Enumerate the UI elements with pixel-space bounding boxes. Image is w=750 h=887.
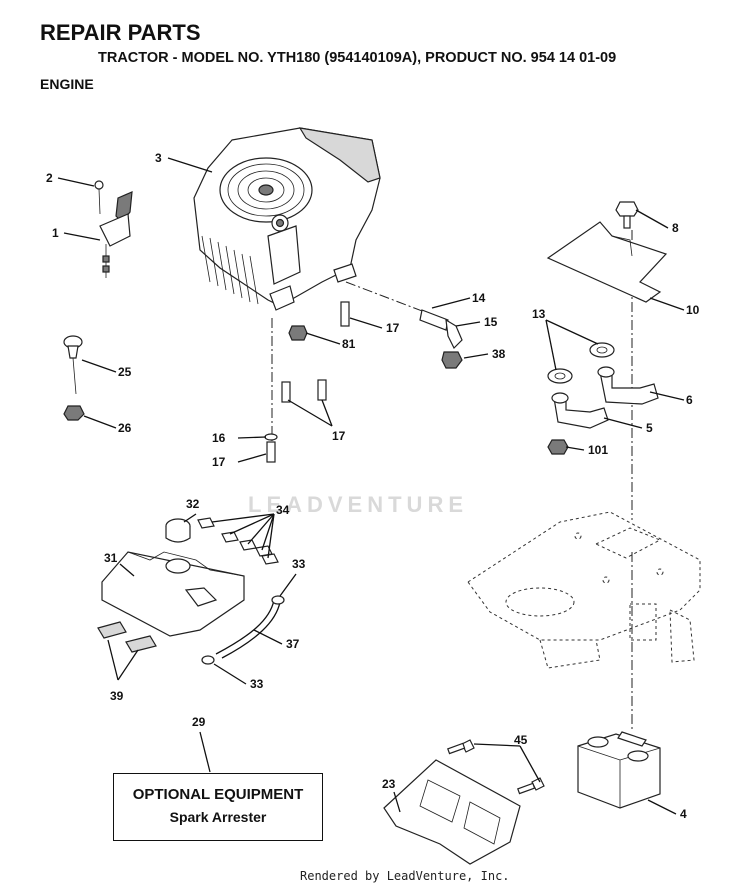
callout-2: 2 [46,171,53,185]
callout-33-top: 33 [292,557,306,571]
callout-4: 4 [680,807,687,821]
optional-equipment-title: OPTIONAL EQUIPMENT [132,786,304,803]
callout-29: 29 [192,715,206,729]
callout-15: 15 [484,315,498,329]
callout-17-bottom: 17 [212,455,226,469]
callout-23: 23 [382,777,396,791]
muffler-bracket-part[interactable] [383,759,521,865]
callout-81: 81 [342,337,356,351]
callout-17-middle: 17 [332,429,346,443]
callout-25: 25 [118,365,132,379]
leader-lines [57,157,685,815]
nut-81-part[interactable] [288,325,308,341]
callout-38: 38 [492,347,506,361]
nut-26-part[interactable] [63,405,85,421]
callout-45: 45 [514,733,528,747]
exhaust-pipe-6-part[interactable] [597,366,659,405]
nut-101-part[interactable] [547,439,569,455]
bolt-45-part[interactable] [447,739,545,795]
engine-part[interactable] [193,127,381,311]
filter-39-part[interactable] [97,621,157,653]
air-filter-housing-part[interactable] [101,551,245,637]
dipstick-part[interactable] [63,335,83,395]
heat-shield-part[interactable] [546,221,668,303]
hose-37-part[interactable] [215,599,281,659]
callout-1: 1 [52,226,59,240]
callout-16: 16 [212,431,226,445]
cap-32-part[interactable] [165,518,191,543]
oil-drain-part[interactable] [419,309,463,369]
section-title: ENGINE [40,76,94,92]
gasket-13-part[interactable] [547,342,615,384]
exhaust-pipe-5-part[interactable] [551,392,609,429]
callout-31: 31 [104,551,118,565]
callout-10: 10 [686,303,700,317]
callout-39: 39 [110,689,124,703]
clamp-33-part[interactable] [201,595,285,665]
callout-8: 8 [672,221,679,235]
page-subtitle: TRACTOR - MODEL NO. YTH180 (954140109A),… [98,50,617,66]
callout-14: 14 [472,291,486,305]
callout-3: 3 [155,151,162,165]
screw-8-part[interactable] [615,201,639,229]
foam-block-34-part[interactable] [197,517,279,565]
callout-101: 101 [588,443,608,457]
optional-equipment-box: OPTIONAL EQUIPMENT Spark Arrester [113,773,323,841]
callout-33-bottom: 33 [250,677,264,691]
tractor-frame-part[interactable] [467,511,701,669]
callout-5: 5 [646,421,653,435]
page-title: REPAIR PARTS [40,20,201,45]
watermark: LEADVENTURE [248,492,469,517]
callout-37: 37 [286,637,300,651]
callout-13: 13 [532,307,546,321]
washer-16-part[interactable] [264,433,278,441]
optional-equipment-item: Spark Arrester [169,809,267,825]
callout-32: 32 [186,497,200,511]
muffler-part[interactable] [577,731,661,809]
callout-6: 6 [686,393,693,407]
callout-34: 34 [276,503,290,517]
callout-17-top: 17 [386,321,400,335]
callout-26: 26 [118,421,132,435]
throttle-control-part[interactable] [94,180,133,278]
footer-credit: Rendered by LeadVenture, Inc. [300,869,510,883]
